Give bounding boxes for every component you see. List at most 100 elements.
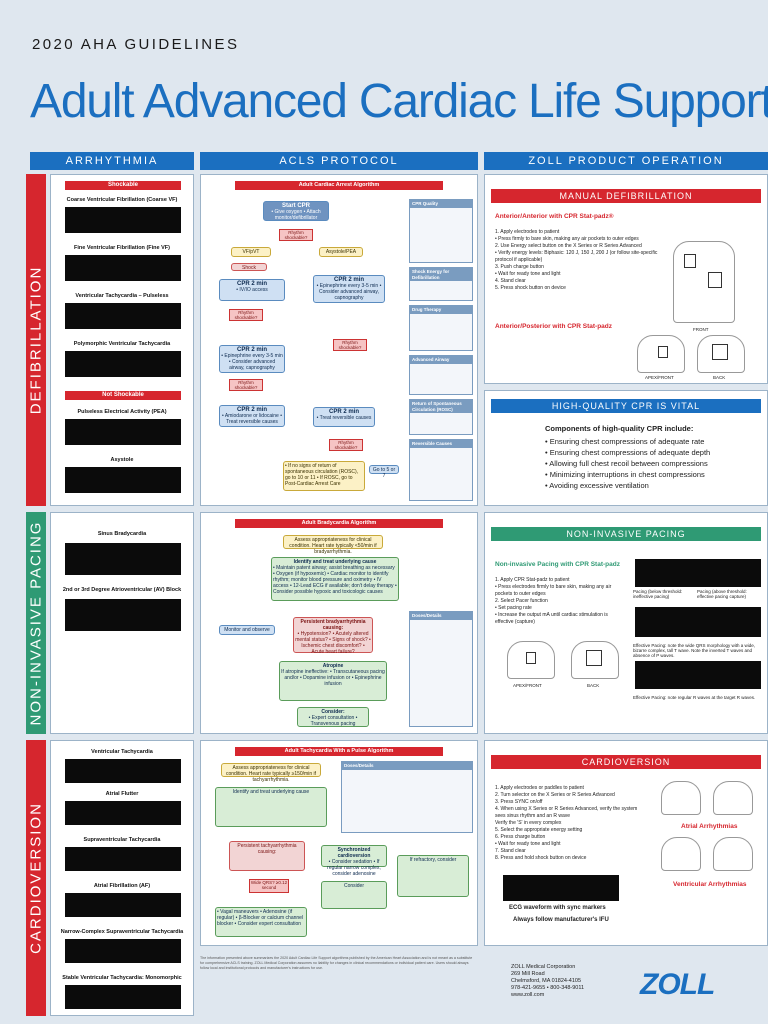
apex-front-caption: APEX/FRONT <box>645 375 674 380</box>
pad-icon <box>526 652 536 664</box>
reversible-causes-box: Reversible Causes <box>409 439 473 501</box>
refractory-node: If refractory, consider <box>397 855 469 897</box>
pacing-caption: Pacing (above threshold: effective pacin… <box>697 589 747 599</box>
torso-illustration <box>713 781 753 815</box>
nip-subtitle: Non-invasive Pacing with CPR Stat-padz <box>495 561 620 568</box>
zoll-panel-defib: MANUAL DEFIBRILLATION Anterior/Anterior … <box>484 174 768 384</box>
start-cpr-node: Start CPR • Give oxygen • Attach monitor… <box>263 201 329 221</box>
hq-cpr-list: Components of high-quality CPR include: … <box>545 424 711 490</box>
pacing-steps: 1. Apply CPR Stat-padz to patient • Pres… <box>495 577 612 625</box>
ecg-strip <box>65 207 181 233</box>
not-shockable-tag: Not Shockable <box>65 391 181 400</box>
rhythm-decision: Rhythm shockable? <box>279 229 313 241</box>
ecg-strip <box>65 599 181 631</box>
rhythm-label: Atrial Fibrillation (AF) <box>93 883 151 889</box>
arrhythmia-panel-defib: Shockable Coarse Ventricular Fibrillatio… <box>50 174 194 506</box>
tachy-assess-node: Assess appropriateness for clinical cond… <box>221 763 321 783</box>
protocol-panel-arrest: Adult Cardiac Arrest Algorithm Start CPR… <box>200 174 478 506</box>
pacing-caption: Effective Pacing: note regular R waves a… <box>633 695 756 700</box>
wide-qrs-decision: Wide QRS? ≥0.12 second <box>249 879 289 893</box>
back-caption: BACK <box>587 683 600 688</box>
ecg-strip <box>65 351 181 377</box>
torso-illustration <box>637 335 685 373</box>
pacing-ecg-strip <box>635 559 761 587</box>
ecg-sync-caption: ECG waveform with sync markers <box>509 905 606 911</box>
cpr-quality-box: CPR Quality <box>409 199 473 263</box>
column-header-acls-protocol: ACLS PROTOCOL <box>200 152 478 170</box>
rhythm-label: Coarse Ventricular Fibrillation (Coarse … <box>66 197 178 203</box>
pad-icon <box>712 344 728 360</box>
cpr-node: CPR 2 min • Epinephrine every 3-5 min • … <box>219 345 285 373</box>
nip-header: NON-INVASIVE PACING <box>491 527 761 541</box>
guideline-year: 2020 AHA GUIDELINES <box>32 36 240 53</box>
arrest-algorithm-title: Adult Cardiac Arrest Algorithm <box>235 181 443 190</box>
zoll-panel-pacing: NON-INVASIVE PACING Non-invasive Pacing … <box>484 512 768 734</box>
front-caption: FRONT <box>693 327 709 332</box>
rhythm-label: Fine Ventricular Fibrillation (Fine VF) <box>74 245 170 251</box>
rhythm-label: Narrow-Complex Supraventricular Tachycar… <box>60 929 184 935</box>
ecg-strip <box>65 939 181 963</box>
pacing-caption: Effective Pacing: note the wide QRS morp… <box>633 643 755 658</box>
ecg-strip <box>65 893 181 917</box>
ecg-strip <box>65 759 181 783</box>
legal-text: The information presented above summariz… <box>200 956 473 970</box>
arrhythmia-panel-cardio: Ventricular Tachycardia Atrial Flutter S… <box>50 740 194 1016</box>
drug-therapy-box: Drug Therapy <box>409 305 473 351</box>
shockable-tag: Shockable <box>65 181 181 190</box>
advanced-airway-box: Advanced Airway <box>409 355 473 395</box>
brady-algorithm-title: Adult Bradycardia Algorithm <box>235 519 443 528</box>
tachy-identify-node: Identify and treat underlying cause <box>215 787 327 827</box>
ecg-strip <box>65 985 181 1009</box>
torso-illustration <box>713 837 753 871</box>
rhythm-label: Sinus Bradycardia <box>97 531 147 537</box>
ecg-strip <box>65 419 181 445</box>
ventricular-caption: Ventricular Arrhythmias <box>673 881 747 888</box>
zoll-logo: ZOLL <box>640 968 715 1001</box>
manual-defib-header: MANUAL DEFIBRILLATION <box>491 189 761 203</box>
torso-illustration <box>571 641 619 679</box>
back-caption: BACK <box>713 375 726 380</box>
rhythm-label: Polymorphic Ventricular Tachycardia <box>73 341 171 347</box>
page-title: Adult Advanced Cardiac Life Support <box>30 75 768 128</box>
protocol-panel-tachy: Adult Tachycardia With a Pulse Algorithm… <box>200 740 478 946</box>
pacing-caption: Pacing (below threshold: ineffective pac… <box>633 589 683 599</box>
rhythm-label: Pulseless Electrical Activity (PEA) <box>77 409 167 415</box>
ecg-strip <box>65 303 181 329</box>
pad-icon <box>586 650 602 666</box>
ant-ant-subtitle: Anterior/Anterior with CPR Stat-padz® <box>495 213 614 220</box>
cpr-node: CPR 2 min • IV/IO access <box>219 279 285 301</box>
section-band-pacing: NON-INVASIVE PACING <box>26 512 46 734</box>
zoll-panel-cardio: CARDIOVERSION 1. Apply electrodes or pad… <box>484 740 768 946</box>
pad-icon <box>708 272 722 288</box>
rhythm-decision: Rhythm shockable? <box>229 309 263 321</box>
tachy-algorithm-title: Adult Tachycardia With a Pulse Algorithm <box>235 747 443 756</box>
tachy-persistent-node: Persistent tachyarrhythmia causing: <box>229 841 305 871</box>
sync-cardio-node: Synchronized cardioversion • Consider se… <box>321 845 387 877</box>
pacing-ecg-strip <box>635 607 761 637</box>
section-band-defibrillation: DEFIBRILLATION <box>26 174 46 506</box>
cardio-steps: 1. Apply electrodes or paddles to patien… <box>495 785 638 861</box>
shock-energy-box: Shock Energy for Defibrillation <box>409 267 473 301</box>
pad-icon <box>684 254 696 268</box>
monitor-node: Monitor and observe <box>219 625 275 635</box>
rhythm-label: Ventricular Tachycardia <box>91 749 153 755</box>
company-address: ZOLL Medical Corporation 269 Mill Road C… <box>511 964 585 998</box>
apex-front-caption: APEX/FRONT <box>513 683 542 688</box>
rhythm-label: 2nd or 3rd Degree Atrioventricular (AV) … <box>62 587 182 593</box>
ifu-note: Always follow manufacturer's IFU <box>513 917 609 923</box>
section-band-cardioversion: CARDIOVERSION <box>26 740 46 1016</box>
ecg-strip <box>65 255 181 281</box>
ant-post-subtitle: Anterior/Posterior with CPR Stat-padz <box>495 323 613 330</box>
column-header-zoll-product: ZOLL PRODUCT OPERATION <box>484 152 768 170</box>
atrial-caption: Atrial Arrhythmias <box>681 823 738 830</box>
cpr-node: CPR 2 min • Amiodarone or lidocaine • Tr… <box>219 405 285 427</box>
protocol-panel-brady: Adult Bradycardia Algorithm Assess appro… <box>200 512 478 734</box>
sync-ecg-strip <box>503 875 619 901</box>
rhythm-decision: Rhythm shockable? <box>329 439 363 451</box>
cardioversion-header: CARDIOVERSION <box>491 755 761 769</box>
rhythm-label: Supraventricular Tachycardia <box>83 837 161 843</box>
brady-doses-box: Doses/Details <box>409 611 473 727</box>
defib-steps: 1. Apply electrodes to patient • Press f… <box>495 229 658 291</box>
poster: 2020 AHA GUIDELINES Adult Advanced Cardi… <box>14 16 768 1016</box>
tachy-doses-box: Doses/Details <box>341 761 473 833</box>
